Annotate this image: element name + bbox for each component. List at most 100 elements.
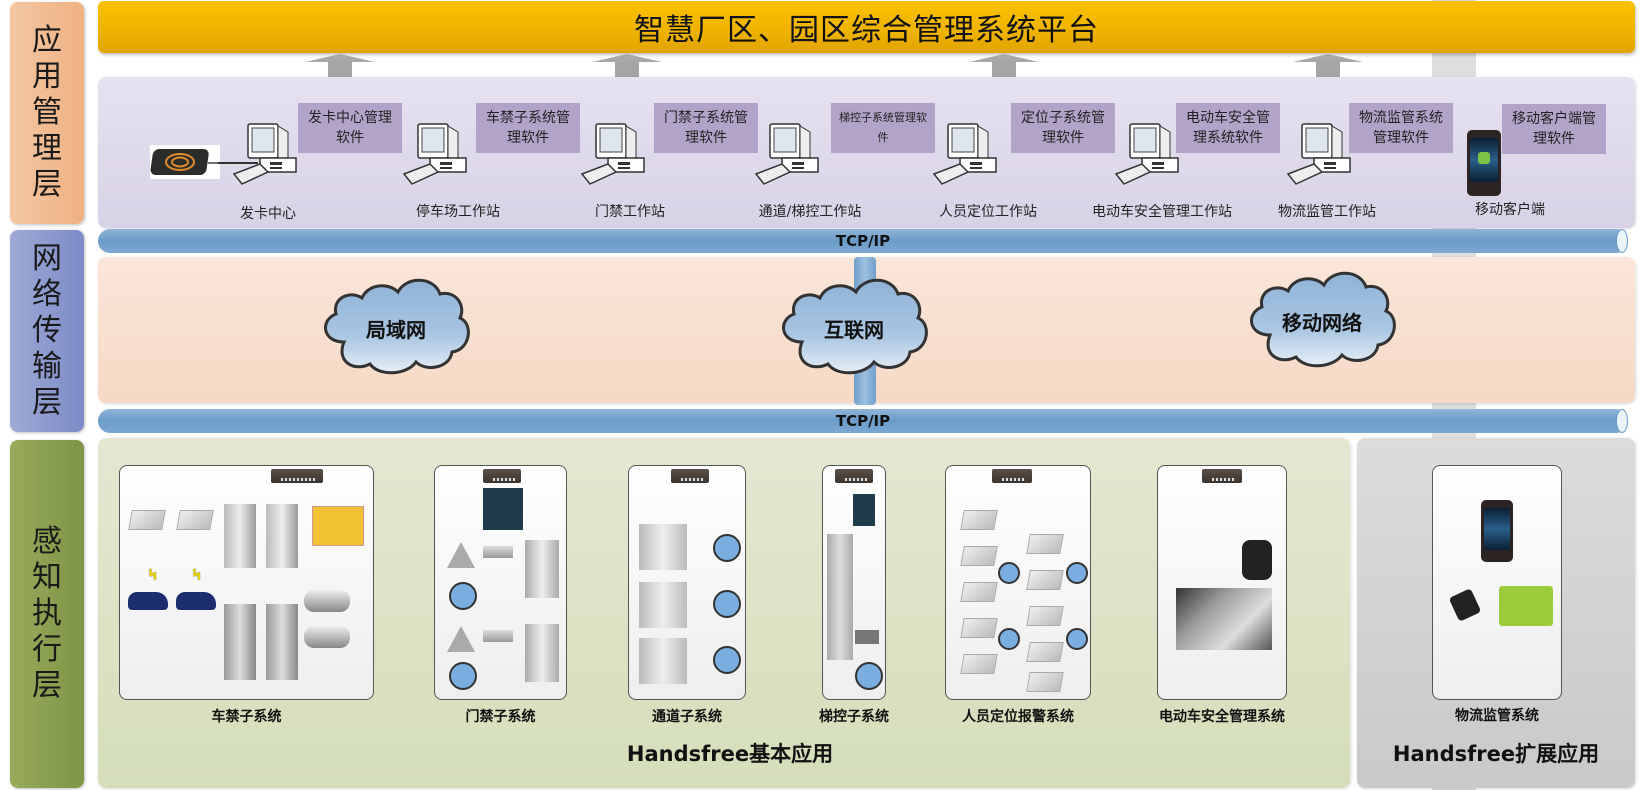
turnstile-icon: [639, 582, 687, 628]
subsystem-label: 人员定位报警系统: [962, 709, 1074, 725]
capture-card-icon: [312, 506, 364, 546]
workstation-pc-icon: [581, 123, 645, 185]
subsystem-card-logistics: [1432, 465, 1562, 700]
up-arrow-icon: [592, 54, 662, 78]
person-icon: [998, 562, 1020, 584]
reader-icon: [960, 546, 998, 566]
card-reader-icon: [855, 630, 879, 644]
ticket-machine-icon: [266, 504, 298, 568]
workstation-label: 发卡中心: [240, 206, 296, 222]
up-arrow-icon: [969, 54, 1039, 78]
subsystem-card-personnel-positioning: [945, 465, 1091, 700]
magnetic-lock-icon: [483, 630, 513, 642]
platform-title: 智慧厂区、园区综合管理系统平台: [98, 1, 1635, 53]
group-label-basic: Handsfree基本应用: [626, 742, 834, 766]
person-icon: [713, 646, 741, 674]
software-box: 物流监管系统管理软件: [1349, 103, 1453, 153]
subsystem-label: 物流监管系统: [1455, 708, 1539, 724]
reader-icon: [1026, 606, 1064, 626]
workstation-pc-icon: [933, 123, 997, 185]
network-switch-icon: [271, 469, 323, 483]
electronic-seal-icon: [1448, 588, 1482, 622]
cloud-lan-icon: 局域网: [314, 272, 478, 380]
software-box: 门禁子系统管理软件: [654, 103, 758, 153]
network-switch-icon: [671, 469, 709, 483]
workstation-pc-icon: [403, 123, 467, 185]
magnetic-lock-icon: [483, 546, 513, 558]
subsystem-label: 车禁子系统: [211, 709, 282, 725]
pipe-end: [1616, 409, 1628, 433]
tcpip-pipe-bottom: TCP/IP: [98, 409, 1628, 433]
workstation-pc-icon: [1115, 123, 1179, 185]
connection-line: [218, 162, 258, 164]
cloud-label: 移动网络: [1282, 311, 1362, 335]
car-icon: [176, 592, 216, 610]
reader-icon: [176, 510, 214, 530]
layer-label-network: 网络传输层: [10, 230, 84, 432]
card-reader-icon: [150, 145, 220, 179]
door-intercom-icon: [525, 540, 559, 598]
cloud-mobile-network-icon: 移动网络: [1240, 265, 1404, 373]
workstation-label: 通道/梯控工作站: [758, 204, 862, 220]
workstation-label: 人员定位工作站: [939, 204, 1037, 220]
wireless-signal-icon: ϟ: [189, 564, 205, 586]
layer-label-application: 应用管理层: [10, 2, 84, 224]
ticket-machine-icon: [224, 504, 256, 568]
software-box: 电动车安全管理系统软件: [1176, 103, 1280, 153]
reader-icon: [1026, 672, 1064, 692]
subsystem-card-access-control: [434, 465, 567, 700]
pipe-end: [1616, 229, 1628, 253]
controller-box-icon: [853, 494, 875, 526]
reader-icon: [128, 510, 166, 530]
cloud-internet-icon: 互联网: [772, 272, 936, 380]
up-arrow-icon: [305, 54, 375, 78]
person-icon: [449, 582, 477, 610]
reader-icon: [447, 626, 475, 652]
workstation-pc-icon: [755, 123, 819, 185]
network-switch-icon: [835, 469, 873, 483]
tracker-device-icon: [1242, 540, 1272, 580]
network-switch-icon: [992, 469, 1032, 483]
elevator-panel-icon: [827, 534, 853, 660]
barrier-gate-icon: [224, 604, 256, 680]
reader-icon: [960, 618, 998, 638]
reader-icon: [1026, 534, 1064, 554]
truck-icon: [1499, 586, 1553, 626]
cloud-label: 互联网: [824, 318, 884, 342]
pipe-label: TCP/IP: [835, 412, 891, 430]
reader-icon: [1026, 642, 1064, 662]
reader-icon: [960, 582, 998, 602]
subsystem-card-ebike-safety: [1157, 465, 1287, 700]
tcpip-pipe-top: TCP/IP: [98, 229, 1628, 253]
workstation-pc-icon: [233, 123, 297, 185]
workstation-label: 门禁工作站: [595, 204, 665, 220]
reader-icon: [960, 654, 998, 674]
workstation-pc-icon: [1287, 123, 1351, 185]
software-box: 移动客户端管理软件: [1502, 104, 1606, 154]
pipe-label: TCP/IP: [835, 232, 891, 250]
camera-icon: [304, 590, 350, 612]
software-box: 定位子系统管理软件: [1011, 103, 1115, 153]
subsystem-card-parking: ϟ ϟ: [119, 465, 374, 700]
turnstile-icon: [639, 638, 687, 684]
wireless-signal-icon: ϟ: [145, 564, 161, 586]
subsystem-label: 门禁子系统: [465, 709, 536, 725]
controller-box-icon: [483, 488, 523, 530]
software-box: 车禁子系统管理软件: [476, 103, 580, 153]
layer-label-sensing: 感知执行层: [10, 440, 84, 788]
cloud-label: 局域网: [366, 318, 426, 342]
software-box: 梯控子系统管理软件: [831, 103, 935, 153]
reader-icon: [447, 542, 475, 568]
person-icon: [1066, 562, 1088, 584]
person-icon: [449, 662, 477, 690]
mobile-phone-icon: [1467, 130, 1501, 196]
mobile-phone-icon: [1481, 500, 1513, 562]
network-switch-icon: [483, 469, 521, 483]
door-intercom-icon: [525, 624, 559, 682]
reader-icon: [960, 510, 998, 530]
subsystem-label: 通道子系统: [652, 709, 722, 725]
person-icon: [713, 534, 741, 562]
barrier-gate-icon: [266, 604, 298, 680]
person-icon: [998, 628, 1020, 650]
reader-icon: [1026, 570, 1064, 590]
